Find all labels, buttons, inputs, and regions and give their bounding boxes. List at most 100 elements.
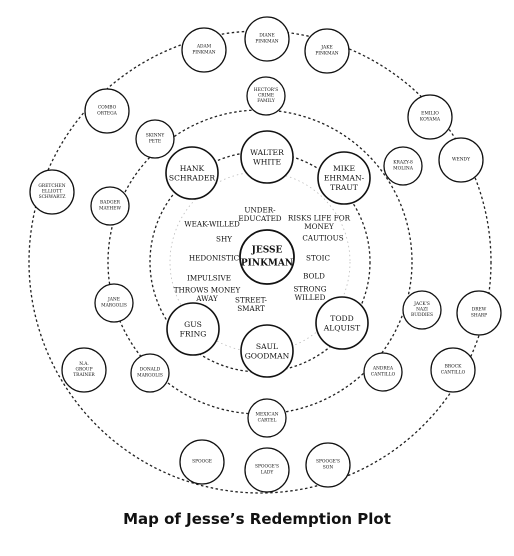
node-circle: [90, 186, 130, 226]
label-line: BUDDIES: [411, 313, 433, 318]
label-line: JAKE: [320, 46, 332, 51]
node-circle: [240, 130, 294, 184]
node-circle: [456, 290, 502, 336]
node-circle: [383, 146, 423, 186]
node-circle: [165, 146, 219, 200]
label-line: SKINNY: [146, 134, 165, 139]
label-line: HEDONISTIC: [189, 254, 240, 263]
node-circle: [304, 28, 350, 74]
node-circle: [244, 447, 290, 493]
node-circle: [363, 352, 403, 392]
node-circle: [407, 94, 453, 140]
node-circle: [305, 442, 351, 488]
node-circle: [61, 347, 107, 393]
node-circle: [130, 353, 170, 393]
label-line: MOLINA: [393, 166, 414, 171]
trait-stoic: STOIC: [306, 254, 330, 263]
label-line: SHY: [216, 235, 232, 244]
label-line: GUS: [184, 320, 202, 329]
node-circle: [244, 16, 290, 62]
label-line: FRING: [180, 329, 207, 338]
node-circle: [29, 169, 75, 215]
label-line: WILLED: [295, 293, 326, 302]
label-line: PINKMAN: [315, 51, 338, 56]
label-line: JANE: [107, 298, 120, 303]
node-circle: [438, 137, 484, 183]
label-line: SON: [323, 465, 334, 470]
node-circle: [402, 290, 442, 330]
label-line: JACK'S: [413, 302, 430, 307]
label-line: MARGOLIS: [101, 303, 127, 308]
node-circle: [179, 439, 225, 485]
label-line: THROWS MONEY: [174, 285, 241, 294]
label-line: KRAZY-8: [393, 161, 413, 166]
node-circle: [94, 283, 134, 323]
label-line: MIKE: [333, 164, 355, 173]
trait-street-smart: STREET-SMART: [235, 295, 267, 313]
label-line: NAZI: [416, 308, 428, 313]
diagram-caption: Map of Jesse’s Redemption Plot: [123, 510, 391, 528]
label-line: DREW: [472, 308, 487, 313]
label-line: CANTILLO: [441, 370, 466, 375]
node-circle: [240, 324, 294, 378]
label-line: TRAINER: [73, 373, 95, 378]
label-line: DONALD: [140, 368, 161, 373]
label-line: TODD: [330, 314, 353, 323]
trait-hedonistic: HEDONISTIC: [189, 254, 240, 263]
label-line: SCHWARTZ: [39, 195, 66, 200]
label-line: PINKMAN: [255, 39, 278, 44]
label-line: SPOOGE: [192, 460, 212, 465]
label-line: EMILIO: [421, 112, 439, 117]
node-circle: [247, 398, 287, 438]
node-circle: [317, 151, 371, 205]
center-circle: [239, 229, 295, 285]
label-line: WHITE: [253, 157, 281, 166]
label-line: SPOOGE'S: [316, 460, 340, 465]
label-line: IMPULSIVE: [187, 274, 231, 283]
label-line: TRAUT: [330, 183, 358, 192]
character-node-wendy: WENDY: [438, 137, 484, 183]
label-line: MAYHEW: [99, 206, 121, 211]
node-circle: [181, 27, 227, 73]
label-line: WENDY: [452, 158, 470, 163]
label-line: GROUP: [75, 368, 92, 373]
node-circle: [166, 302, 220, 356]
trait-weak-willed: WEAK-WILLED: [184, 220, 240, 229]
label-line: MEXICAN: [256, 413, 279, 418]
label-line: N.A.: [79, 362, 89, 367]
label-line: BOLD: [303, 272, 325, 281]
node-circle: [246, 76, 286, 116]
label-line: ANDREA: [372, 367, 394, 372]
label-line: UNDER-: [244, 205, 276, 214]
label-line: PETE: [149, 139, 161, 144]
label-line: ADAM: [196, 45, 212, 50]
label-line: COMBO: [98, 106, 117, 111]
label-line: GOODMAN: [245, 351, 290, 360]
